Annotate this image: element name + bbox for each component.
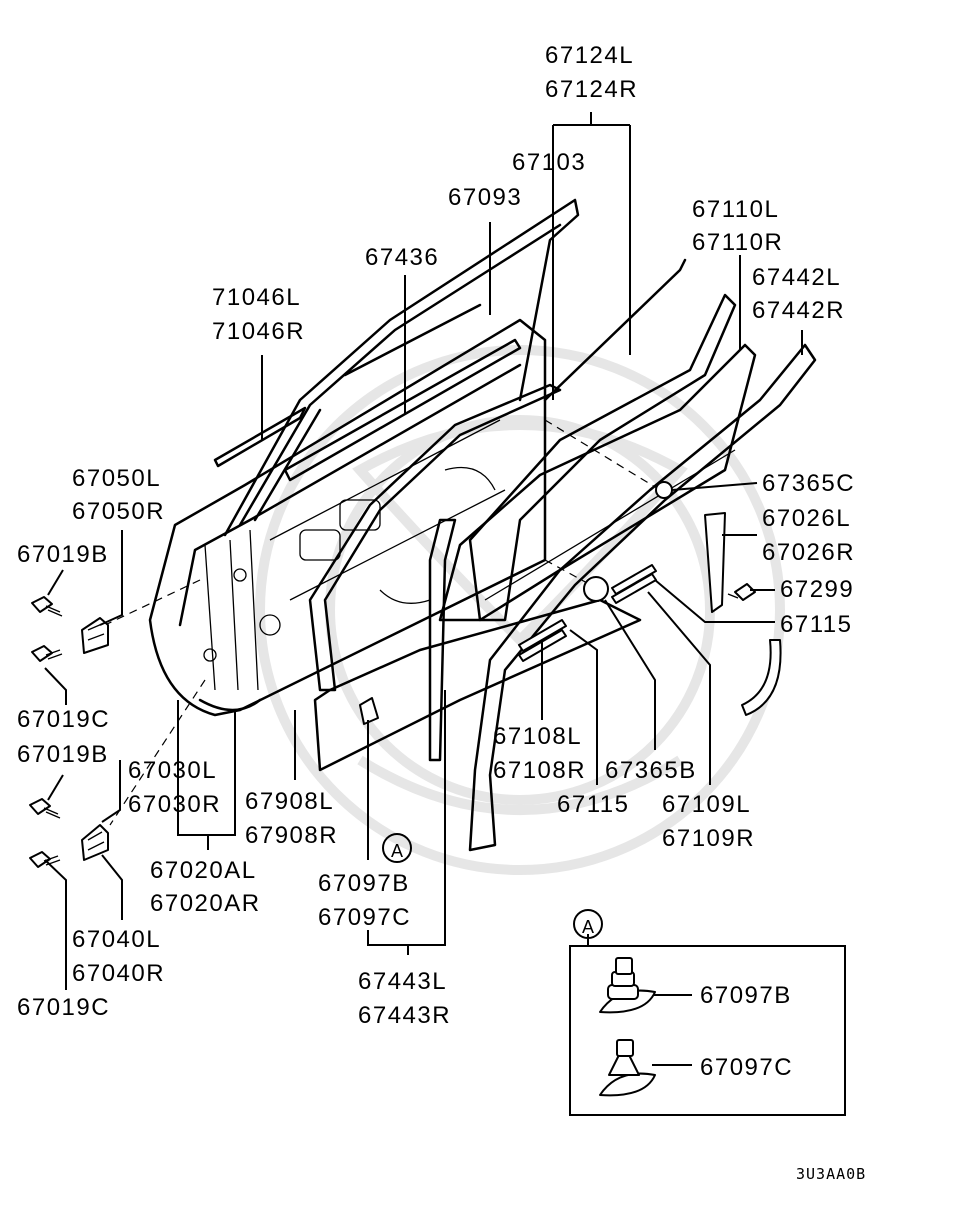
leader-lines [44, 112, 803, 1066]
part-labels: 67124L 67124R 67103 67093 67110L 67110R … [17, 42, 855, 1081]
relation-lines [104, 419, 661, 826]
label-67019C-upper: 67019C [17, 706, 110, 733]
label-67299: 67299 [780, 576, 854, 603]
label-67442R: 67442R [752, 297, 845, 324]
label-67026R: 67026R [762, 539, 855, 566]
door-weatherstrip [468, 343, 817, 852]
label-67115-lower: 67115 [557, 791, 629, 818]
label-67108L: 67108L [493, 723, 582, 750]
label-67908R: 67908R [245, 822, 338, 849]
label-67110L: 67110L [692, 196, 779, 223]
bolt-parts [29, 583, 756, 868]
label-67097B-main: 67097B [318, 870, 410, 897]
hinge-lower [81, 824, 109, 861]
label-67908L: 67908L [245, 788, 334, 815]
watermark-emblem [255, 345, 785, 875]
label-67442L: 67442L [752, 264, 841, 291]
belt-moulding [283, 303, 522, 482]
label-67050R: 67050R [72, 498, 165, 525]
label-67019B-upper: 67019B [17, 541, 109, 568]
door-inner-panel [148, 318, 547, 717]
label-67108R: 67108R [493, 757, 586, 784]
label-67019C-lower: 67019C [17, 994, 110, 1021]
label-67436: 67436 [365, 244, 439, 271]
clip-67097c-illustration [599, 1039, 656, 1097]
diagram-code: 3U3AA0B [796, 1165, 866, 1183]
callout-a-main: A [382, 833, 412, 863]
callout-a-detail-text: A [582, 917, 594, 937]
label-67030L: 67030L [128, 757, 217, 784]
label-67097C-main: 67097C [318, 904, 411, 931]
label-67093: 67093 [448, 184, 522, 211]
label-67109L: 67109L [662, 791, 751, 818]
clip-67097b-illustration [599, 957, 656, 1014]
label-67097B-detail: 67097B [700, 982, 792, 1009]
outer-strip [213, 406, 307, 468]
glass-run-channel [308, 383, 562, 692]
label-67026L: 67026L [762, 505, 851, 532]
label-67110R: 67110R [692, 229, 783, 256]
label-67109R: 67109R [662, 825, 755, 852]
label-67019B-lower: 67019B [17, 741, 109, 768]
label-71046L: 71046L [212, 284, 301, 311]
label-67020AR: 67020AR [150, 890, 261, 917]
label-67040L: 67040L [72, 926, 161, 953]
label-67443L: 67443L [358, 968, 447, 995]
label-67124L: 67124L [545, 42, 634, 69]
label-67365C: 67365C [762, 470, 855, 497]
label-67443R: 67443R [358, 1002, 451, 1029]
label-67050L: 67050L [72, 465, 161, 492]
label-67020AL: 67020AL [150, 857, 257, 884]
window-frame [223, 198, 580, 537]
label-71046R: 71046R [212, 318, 305, 345]
label-67030R: 67030R [128, 791, 221, 818]
label-67097C-detail: 67097C [700, 1054, 793, 1081]
callout-a-detail: A [573, 909, 603, 939]
retainer-clips [359, 481, 673, 725]
callout-a-main-text: A [391, 841, 403, 861]
detail-box-a [569, 934, 846, 1116]
label-67040R: 67040R [72, 960, 165, 987]
stopper-and-strips [518, 512, 782, 716]
inner-frame-panel [468, 258, 737, 622]
label-67115-right: 67115 [780, 611, 852, 638]
hinge-upper [81, 617, 109, 654]
label-67103: 67103 [512, 149, 586, 176]
label-67124R: 67124R [545, 76, 638, 103]
label-67365B: 67365B [605, 757, 697, 784]
